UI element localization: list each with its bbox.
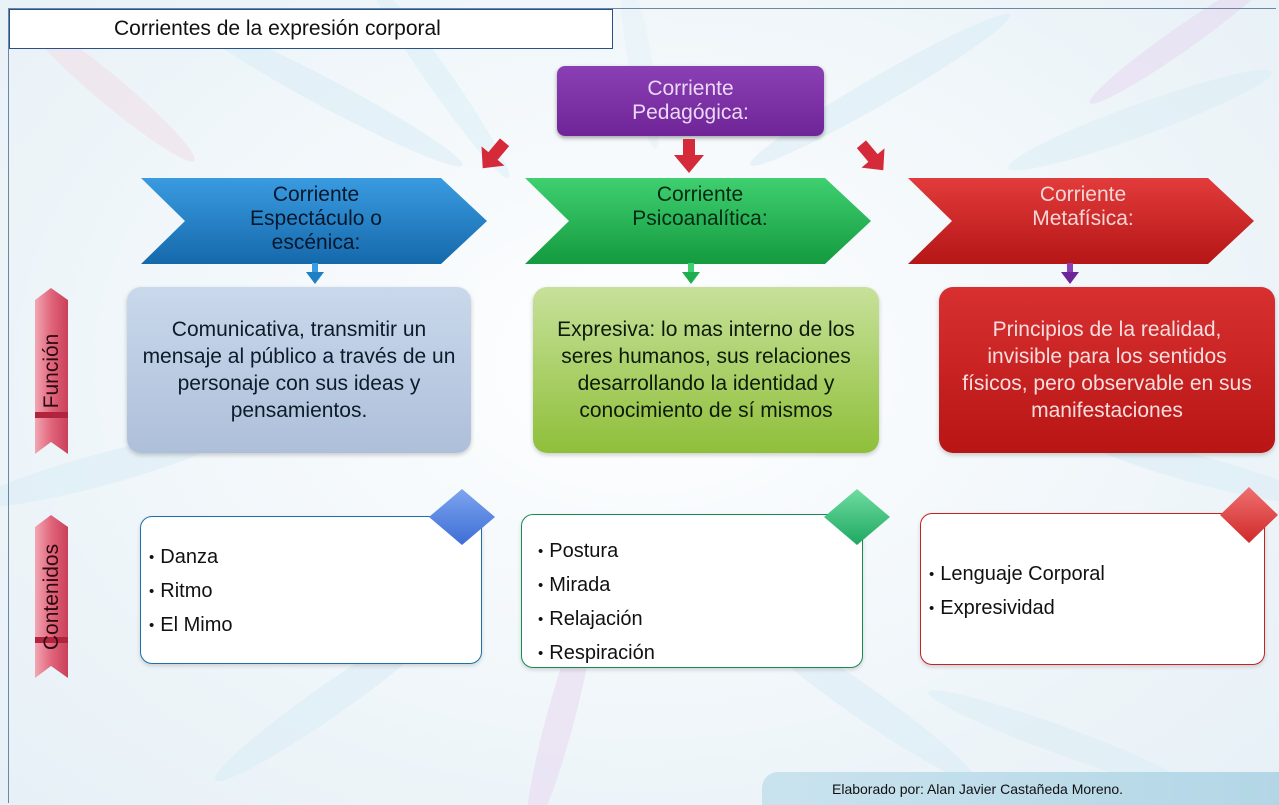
diamond-blue-icon — [429, 489, 495, 545]
function-text-espectaculo: Comunicativa, transmitir un mensaje al p… — [142, 318, 456, 422]
arrow-down-icon — [674, 139, 704, 173]
arrow-down-purple-icon — [1061, 263, 1079, 284]
function-text-psicoanalitica: Expresiva: lo mas interno de los seres h… — [557, 318, 855, 422]
side-label-funcion: Función — [35, 288, 68, 454]
contents-card-psicoanalitica: Postura Mirada Relajación Respiración — [521, 514, 863, 668]
contents-card-metafisica: Lenguaje Corporal Expresividad — [920, 513, 1265, 665]
arrow-down-green-icon — [682, 263, 700, 284]
footer-credit: Elaborado por: Alan Javier Castañeda Mor… — [762, 772, 1279, 805]
heading-metafisica-label: Corriente Metafísica: — [1032, 183, 1134, 230]
contents-card-espectaculo: Danza Ritmo El Mimo — [140, 516, 482, 664]
heading-espectaculo: Corriente Espectáculo o escénica: — [141, 178, 487, 264]
diamond-green-icon — [824, 489, 890, 545]
function-box-psicoanalitica: Expresiva: lo mas interno de los seres h… — [533, 287, 879, 453]
list-item: Respiración — [538, 637, 655, 671]
footer-credit-text: Elaborado por: Alan Javier Castañeda Mor… — [832, 781, 1124, 797]
heading-psicoanalitica: Corriente Psicoanalítica: — [525, 178, 871, 264]
function-box-metafisica: Principios de la realidad, invisible par… — [939, 287, 1275, 453]
side-label-contenidos-text: Contenidos — [39, 543, 63, 650]
list-item: Relajación — [538, 603, 655, 637]
page-frame — [8, 8, 1276, 803]
contents-list-espectaculo: Danza Ritmo El Mimo — [149, 541, 233, 643]
root-node-label: Corriente Pedagógica: — [632, 77, 749, 124]
heading-psicoanalitica-label: Corriente Psicoanalítica: — [632, 183, 768, 230]
contents-list-psicoanalitica: Postura Mirada Relajación Respiración — [538, 535, 655, 671]
function-text-metafisica: Principios de la realidad, invisible par… — [962, 318, 1252, 422]
list-item: Postura — [538, 535, 655, 569]
arrow-down-blue-icon — [306, 263, 324, 284]
list-item: Expresividad — [929, 592, 1105, 626]
heading-espectaculo-label: Corriente Espectáculo o escénica: — [250, 183, 382, 254]
function-box-espectaculo: Comunicativa, transmitir un mensaje al p… — [127, 287, 471, 453]
heading-metafisica: Corriente Metafísica: — [908, 178, 1254, 264]
list-item: Danza — [149, 541, 233, 575]
contents-list-metafisica: Lenguaje Corporal Expresividad — [929, 558, 1105, 626]
list-item: El Mimo — [149, 609, 232, 643]
side-label-funcion-text: Función — [39, 333, 63, 409]
arrow-down-right-icon — [856, 140, 885, 171]
list-item: Ritmo — [149, 575, 233, 609]
diamond-red-icon — [1220, 487, 1278, 543]
list-item: Lenguaje Corporal — [929, 558, 1105, 592]
list-item: Mirada — [538, 569, 655, 603]
page-title: Corrientes de la expresión corporal — [114, 17, 441, 40]
arrow-down-left-icon — [481, 138, 510, 169]
side-label-contenidos: Contenidos — [35, 515, 68, 678]
title-box: Corrientes de la expresión corporal — [9, 9, 613, 49]
root-node: Corriente Pedagógica: — [557, 66, 824, 136]
